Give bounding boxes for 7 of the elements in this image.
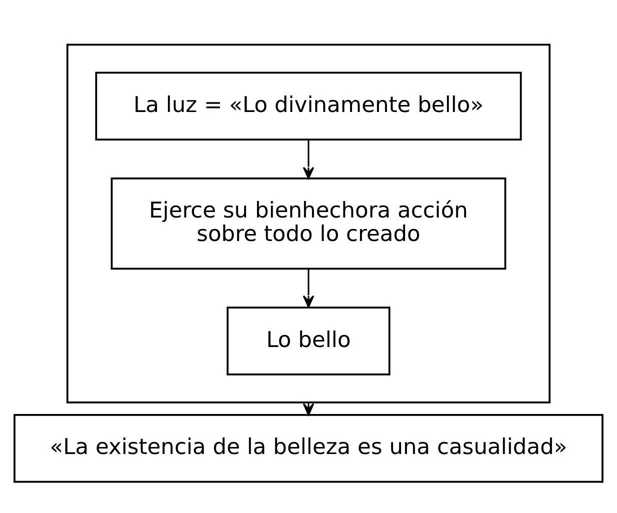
node-box: «La existencia de la belleza es una casualidad» <box>14 413 604 482</box>
arrow <box>302 402 314 416</box>
arrow <box>302 140 314 179</box>
arrow <box>302 268 314 308</box>
node-box: Ejerce su bienhechora acción sobre todo lo creado <box>110 177 506 270</box>
node-box: Lo bello <box>226 306 390 375</box>
node-box: La luz = «Lo divinamente bello» <box>95 71 522 140</box>
